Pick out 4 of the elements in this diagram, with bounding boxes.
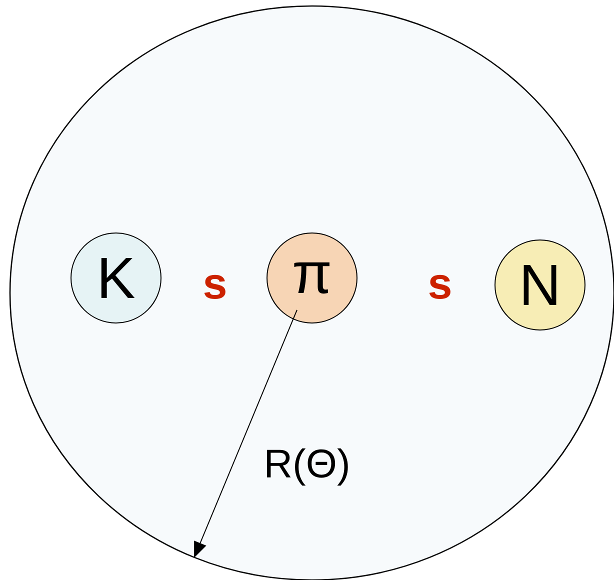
quark-label: s bbox=[429, 274, 450, 300]
quark-label: s bbox=[204, 274, 226, 300]
edge-label: R(Θ) bbox=[262, 447, 352, 487]
region-circle bbox=[9, 5, 614, 580]
